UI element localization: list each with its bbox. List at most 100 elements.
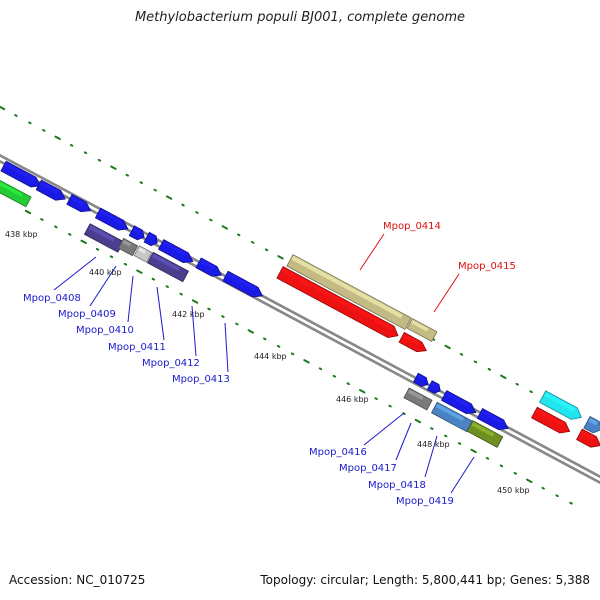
topology-text: Topology: circular; Length: 5,800,441 bp…	[260, 573, 590, 587]
kbp-label: 446 kbp	[336, 395, 369, 404]
leader-line	[53, 256, 97, 291]
gene-arrow[interactable]	[0, 160, 43, 191]
gene-arrow-mpop-0419[interactable]	[466, 420, 504, 448]
inner-tick	[444, 434, 448, 438]
outer-tick	[181, 203, 185, 207]
kbp-label: 444 kbp	[254, 352, 287, 361]
leader-line	[424, 435, 438, 478]
leader-line	[127, 275, 134, 323]
outer-tick	[125, 173, 130, 177]
gene-arrow[interactable]	[476, 408, 510, 434]
gene-label[interactable]: Mpop_0418	[368, 480, 426, 491]
gene-arrow[interactable]	[35, 179, 68, 204]
inner-tick	[290, 352, 295, 356]
inner-tick	[247, 329, 254, 334]
leader-line	[363, 412, 405, 446]
gene-arrow-mpop-0411[interactable]	[146, 251, 190, 283]
kbp-label: 438 kbp	[5, 230, 38, 239]
gene-arrow[interactable]	[66, 193, 93, 215]
inner-tick	[263, 337, 267, 341]
outer-tick	[444, 344, 451, 350]
outer-tick	[209, 218, 213, 222]
inner-tick	[276, 345, 281, 348]
inner-tick	[80, 239, 87, 245]
inner-tick	[123, 262, 128, 266]
gene-label[interactable]: Mpop_0415	[458, 261, 516, 272]
gene-label[interactable]: Mpop_0409	[58, 309, 116, 320]
inner-tick	[485, 457, 490, 460]
outer-tick	[0, 105, 6, 111]
gene-label[interactable]: Mpop_0419	[396, 496, 454, 507]
gene-label[interactable]: Mpop_0411	[108, 342, 166, 353]
inner-tick	[513, 471, 518, 475]
gene-arrow[interactable]	[195, 257, 224, 280]
gene-label[interactable]: Mpop_0410	[76, 325, 134, 336]
gene-arrow[interactable]	[143, 231, 160, 247]
inner-tick	[221, 315, 225, 318]
inner-tick	[165, 285, 169, 289]
gene-label[interactable]: Mpop_0408	[23, 293, 81, 304]
kbp-label: 442 kbp	[172, 310, 205, 319]
gene-arrow[interactable]	[426, 380, 442, 395]
gene-label[interactable]: Mpop_0417	[339, 463, 397, 474]
gene-arrow[interactable]	[94, 207, 130, 234]
inner-tick	[470, 448, 477, 454]
inner-tick	[318, 367, 323, 371]
gene-arrow[interactable]	[583, 415, 600, 435]
gene-arrow[interactable]	[222, 270, 265, 301]
gene-arrow-mpop-0414[interactable]	[286, 254, 412, 330]
inner-tick	[430, 427, 434, 430]
genome-title: Methylobacterium populi BJ001, complete …	[134, 10, 466, 25]
outer-tick	[221, 225, 228, 230]
outer-tick	[83, 151, 88, 155]
gene-arrow-mpop-0409[interactable]	[117, 237, 139, 257]
gene-arrow-mpop-0418[interactable]	[430, 401, 474, 433]
gene-label[interactable]: Mpop_0414	[383, 221, 441, 232]
kbp-label: 448 kbp	[417, 440, 450, 449]
inner-tick	[54, 225, 58, 229]
outer-tick	[459, 353, 464, 356]
inner-tick	[303, 359, 310, 364]
inner-tick	[179, 292, 183, 296]
leader-line	[450, 456, 475, 494]
gene-label[interactable]: Mpop_0416	[309, 447, 367, 458]
gene-arrow[interactable]	[128, 225, 147, 242]
inner-tick	[151, 277, 156, 281]
gene-arrow-mpop-0408[interactable]	[83, 223, 125, 253]
inner-tick	[95, 247, 100, 251]
outer-tick	[529, 390, 533, 394]
gene-arrow-red[interactable]	[276, 266, 401, 342]
gene-arrow-mpop-0415[interactable]	[406, 317, 438, 343]
inner-tick	[68, 233, 72, 236]
leader-line	[89, 265, 117, 307]
gene-arrow-red[interactable]	[398, 331, 429, 356]
inner-tick	[24, 209, 32, 215]
outer-tick	[28, 121, 32, 125]
gene-label[interactable]: Mpop_0413	[172, 374, 230, 385]
kbp-label: 450 kbp	[497, 486, 530, 495]
gene-label[interactable]: Mpop_0412	[142, 358, 200, 369]
gene-arrow-red[interactable]	[530, 406, 573, 436]
gene-arrow[interactable]	[0, 176, 32, 208]
gene-arrow-mpop-0410[interactable]	[133, 245, 153, 263]
inner-tick	[541, 486, 545, 490]
outer-tick	[277, 255, 284, 260]
gene-arrow-red[interactable]	[576, 428, 600, 451]
inner-tick	[40, 218, 44, 221]
inner-tick	[346, 382, 350, 386]
outer-tick	[165, 195, 173, 200]
outer-tick	[515, 382, 519, 386]
accession-text: Accession: NC_010725	[9, 573, 146, 587]
leader-line	[433, 273, 460, 313]
gene-arrow[interactable]	[440, 390, 479, 418]
gene-arrow[interactable]	[412, 372, 430, 388]
leader-line	[156, 286, 165, 341]
gene-arrow[interactable]	[538, 390, 585, 423]
inner-tick	[414, 418, 422, 424]
outer-tick	[54, 135, 61, 141]
gene-arrow[interactable]	[157, 239, 196, 267]
outer-tick	[487, 367, 492, 371]
inner-tick	[109, 255, 114, 259]
gene-arrow-mpop-0416[interactable]	[403, 387, 433, 411]
